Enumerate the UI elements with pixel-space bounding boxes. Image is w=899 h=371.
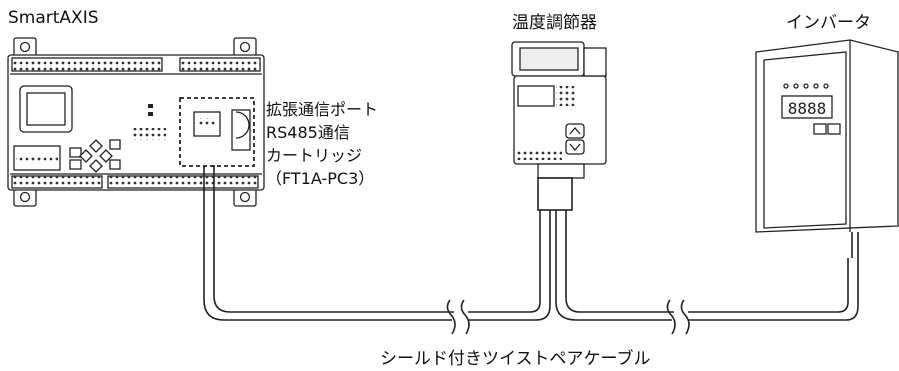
cartridge-label-line: （FT1A-PC3） — [266, 169, 375, 188]
cartridge-label-line: RS485通信 — [266, 123, 350, 142]
cartridge-label: 拡張通信ポート RS485通信 カートリッジ （FT1A-PC3） — [266, 98, 378, 190]
plc-icon — [7, 37, 265, 207]
cable-break-icon — [666, 299, 690, 335]
cable-break-icon — [446, 299, 470, 335]
cartridge-label-line: 拡張通信ポート — [266, 100, 379, 119]
plc-label: SmartAXIS — [8, 8, 99, 28]
cartridge-label-line: カートリッジ — [266, 146, 363, 165]
svg-text:8888: 8888 — [788, 99, 827, 118]
controller-label: 温度調節器 — [512, 13, 597, 33]
cable-label: シールド付きツイストペアケーブル — [380, 349, 651, 369]
inverter-icon: 8888 — [755, 39, 899, 233]
shielded-cable — [203, 165, 859, 321]
temperature-controller-icon — [511, 41, 607, 179]
inverter-label: インバータ — [786, 13, 871, 33]
